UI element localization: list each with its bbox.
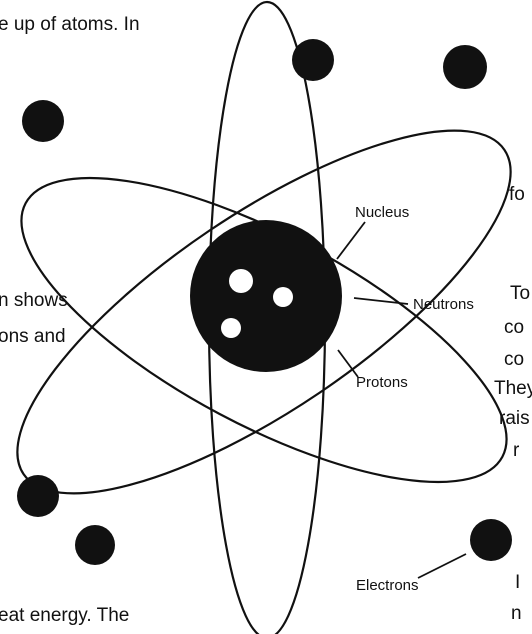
neutrons-leader-line: [354, 298, 408, 304]
body-text-fragment: n shows: [0, 291, 68, 310]
protons-label: Protons: [356, 375, 408, 390]
body-text-fragment: e up of atoms. In: [0, 15, 140, 34]
body-text-fragment: rais: [499, 409, 530, 428]
body-text-fragment: r: [513, 441, 519, 460]
electron: [292, 39, 334, 81]
electron: [22, 100, 64, 142]
body-text-fragment: co: [504, 350, 524, 369]
nucleus-particle: [273, 287, 293, 307]
neutrons-label: Neutrons: [413, 297, 474, 312]
nucleus-particle: [221, 318, 241, 338]
nucleus-leader-line: [337, 222, 365, 259]
nucleus-particle: [229, 269, 253, 293]
body-text-fragment: fo: [509, 185, 525, 204]
electrons-leader-line: [418, 554, 466, 578]
nucleus-label: Nucleus: [355, 205, 409, 220]
electron: [17, 475, 59, 517]
body-text-fragment: ons and: [0, 327, 66, 346]
electron: [75, 525, 115, 565]
electron: [470, 519, 512, 561]
body-text-fragment: co: [504, 318, 524, 337]
electrons-label: Electrons: [356, 578, 419, 593]
body-text-fragment: I: [515, 573, 520, 592]
body-text-fragment: eat energy. The: [0, 606, 129, 625]
body-text-fragment: To: [510, 284, 530, 303]
body-text-fragment: They: [494, 379, 532, 398]
electron: [443, 45, 487, 89]
body-text-fragment: n: [511, 604, 522, 623]
nucleus: [190, 220, 342, 372]
